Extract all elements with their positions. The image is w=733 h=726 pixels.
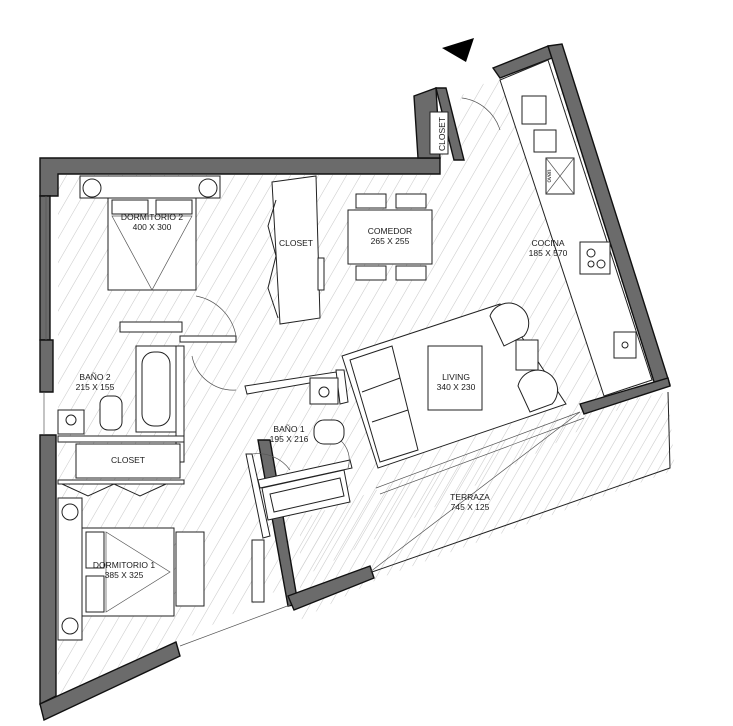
hatch-line <box>720 0 733 726</box>
hatch-line <box>0 0 28 726</box>
hatch-line <box>300 392 661 620</box>
hatch-line <box>690 0 733 726</box>
hatch-line <box>686 0 733 726</box>
dormitorio1-name: DORMITORIO 1 <box>93 560 155 570</box>
hatch-line <box>669 392 675 620</box>
bathroom1-fixtures <box>261 377 351 521</box>
kitchen-counter <box>499 59 653 397</box>
dormitorio1-size: 385 X 325 <box>105 570 144 580</box>
hatch-line <box>659 392 675 620</box>
bano2-size: 215 X 155 <box>76 382 115 392</box>
comedor-size: 265 X 255 <box>371 236 410 246</box>
living-name: LIVING <box>442 372 470 382</box>
dining-table <box>347 193 433 281</box>
room-labels: DORMITORIO 2 400 X 300 CLOSET CLOSET COM… <box>76 117 568 580</box>
cocina-name: COCINA <box>531 238 564 248</box>
hatch-line <box>728 0 733 726</box>
closet-top-label: CLOSET <box>279 238 313 248</box>
oven-label: oven <box>547 169 553 182</box>
living-furniture <box>341 302 567 469</box>
hatch-line <box>700 0 733 726</box>
hatch-line <box>680 0 733 726</box>
hatch-line <box>0 0 14 726</box>
bano1-size: 195 X 216 <box>270 434 309 444</box>
living-size: 340 X 230 <box>437 382 476 392</box>
exterior-walls <box>39 43 671 721</box>
bathroom2-fixtures <box>57 345 177 435</box>
hatch-line <box>700 0 733 726</box>
dormitorio2-size: 400 X 300 <box>133 222 172 232</box>
terraza-name: TERRAZA <box>450 492 490 502</box>
closet-entry-label: CLOSET <box>437 117 447 151</box>
terrace-outline <box>371 391 671 573</box>
terraza-size: 745 X 125 <box>451 502 490 512</box>
cocina-size: 185 X 570 <box>529 248 568 258</box>
closet-bottom <box>61 443 181 497</box>
closet-entry <box>429 111 449 155</box>
hatch-line <box>300 392 671 620</box>
hatch-line <box>714 0 733 726</box>
dormitorio2-name: DORMITORIO 2 <box>121 212 183 222</box>
comedor-name: COMEDOR <box>368 226 412 236</box>
bano2-name: BAÑO 2 <box>79 372 110 382</box>
bano1-name: BAÑO 1 <box>273 424 304 434</box>
closet-top <box>267 175 325 325</box>
north-arrow-icon <box>442 38 474 62</box>
door-swings <box>191 97 501 471</box>
bed-dormitorio1 <box>57 497 265 641</box>
hatch-line <box>0 0 42 726</box>
closet-bottom-label: CLOSET <box>111 455 145 465</box>
hatch-line <box>710 0 733 726</box>
bed-dormitorio2 <box>79 175 221 291</box>
hatch-line <box>300 392 381 620</box>
hatch-line <box>672 0 733 726</box>
hatch-line <box>657 56 665 700</box>
desk-shelf <box>119 321 183 333</box>
